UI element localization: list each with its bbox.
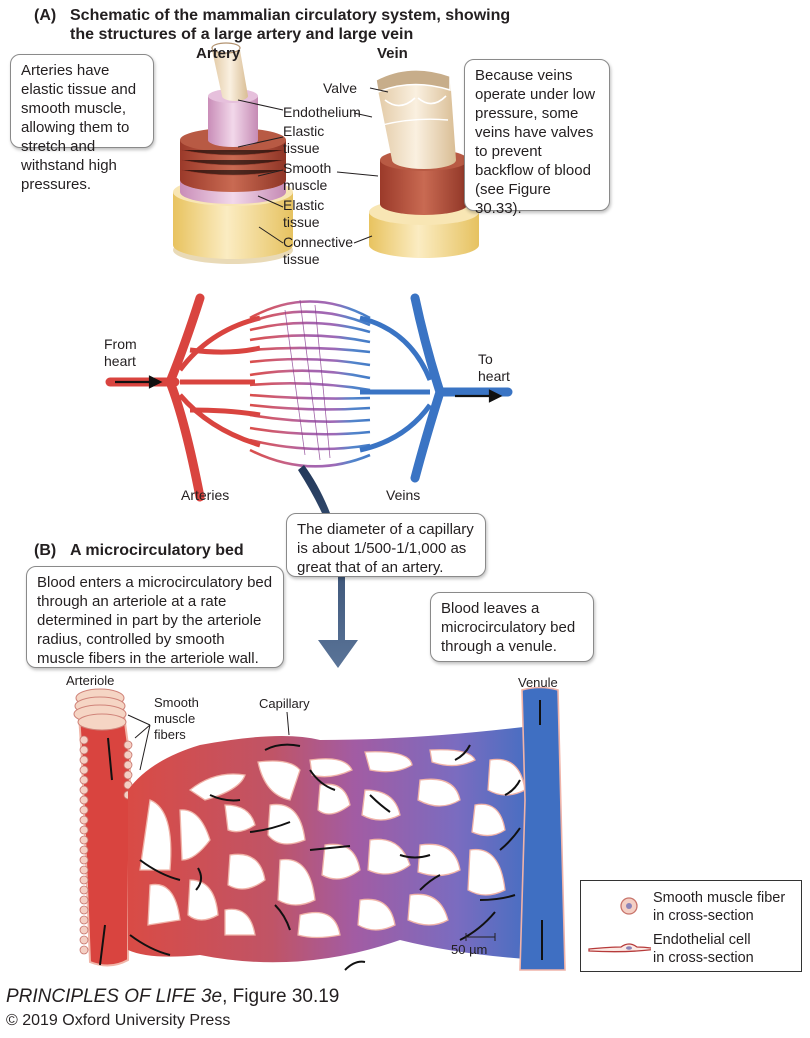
capillary-leader	[286, 711, 290, 736]
part-b-tag: (B)	[34, 542, 57, 559]
label-endothelium: Endothelium	[283, 104, 361, 120]
scale-bar-label: 50 µm	[451, 942, 488, 957]
label-capillary: Capillary	[259, 696, 310, 711]
artery-heading: Artery	[196, 45, 241, 62]
flow-arrows	[99, 700, 543, 971]
label-venule: Venule	[518, 675, 558, 690]
smooth-muscle-leaders	[127, 714, 151, 771]
endothelial-cell-icon	[588, 943, 651, 953]
label-valve: Valve	[323, 80, 357, 96]
part-a-tag: (A)	[34, 7, 57, 24]
microcirculatory-bed	[73, 686, 566, 971]
capillary-diameter-callout: The diameter of a capillary is about 1/5…	[286, 513, 486, 577]
vein-callout: Because veins operate under low pressure…	[464, 59, 610, 217]
legend-icons	[588, 897, 651, 953]
label-arteriole: Arteriole	[66, 673, 115, 688]
capillary-gaps	[139, 749, 526, 939]
venule-callout: Blood leaves a microcirculatory bed thro…	[430, 592, 594, 662]
part-a-title: (A) Schematic of the mammalian circulator…	[34, 6, 510, 44]
figure-credit: PRINCIPLES OF LIFE 3e, Figure 30.19	[6, 986, 339, 1008]
copyright: © 2019 Oxford University Press	[6, 1012, 231, 1029]
artery-leader-lines	[237, 87, 389, 244]
vein-heading: Vein	[377, 45, 408, 62]
vessel-network	[105, 293, 513, 502]
book-title: PRINCIPLES OF LIFE 3e	[6, 986, 223, 1007]
part-b-title: (B) A microcirculatory bed	[34, 541, 244, 560]
smooth-muscle-fiber-icon	[620, 897, 638, 915]
part-a-title-line1: Schematic of the mammalian circulatory s…	[70, 7, 511, 24]
arteriole-callout: Blood enters a microcirculatory bed thro…	[26, 566, 284, 668]
artery-callout: Arteries have elastic tissue and smooth …	[10, 54, 154, 193]
vein-illustration	[369, 69, 479, 258]
zoom-arrow	[298, 465, 358, 668]
label-arteries: Arteries	[181, 487, 230, 503]
label-veins: Veins	[386, 487, 421, 503]
part-a-title-line2: the structures of a large artery and lar…	[70, 26, 414, 43]
part-b-title-text: A microcirculatory bed	[70, 542, 244, 559]
figure-number: , Figure 30.19	[222, 986, 340, 1007]
artery-illustration	[173, 42, 293, 264]
